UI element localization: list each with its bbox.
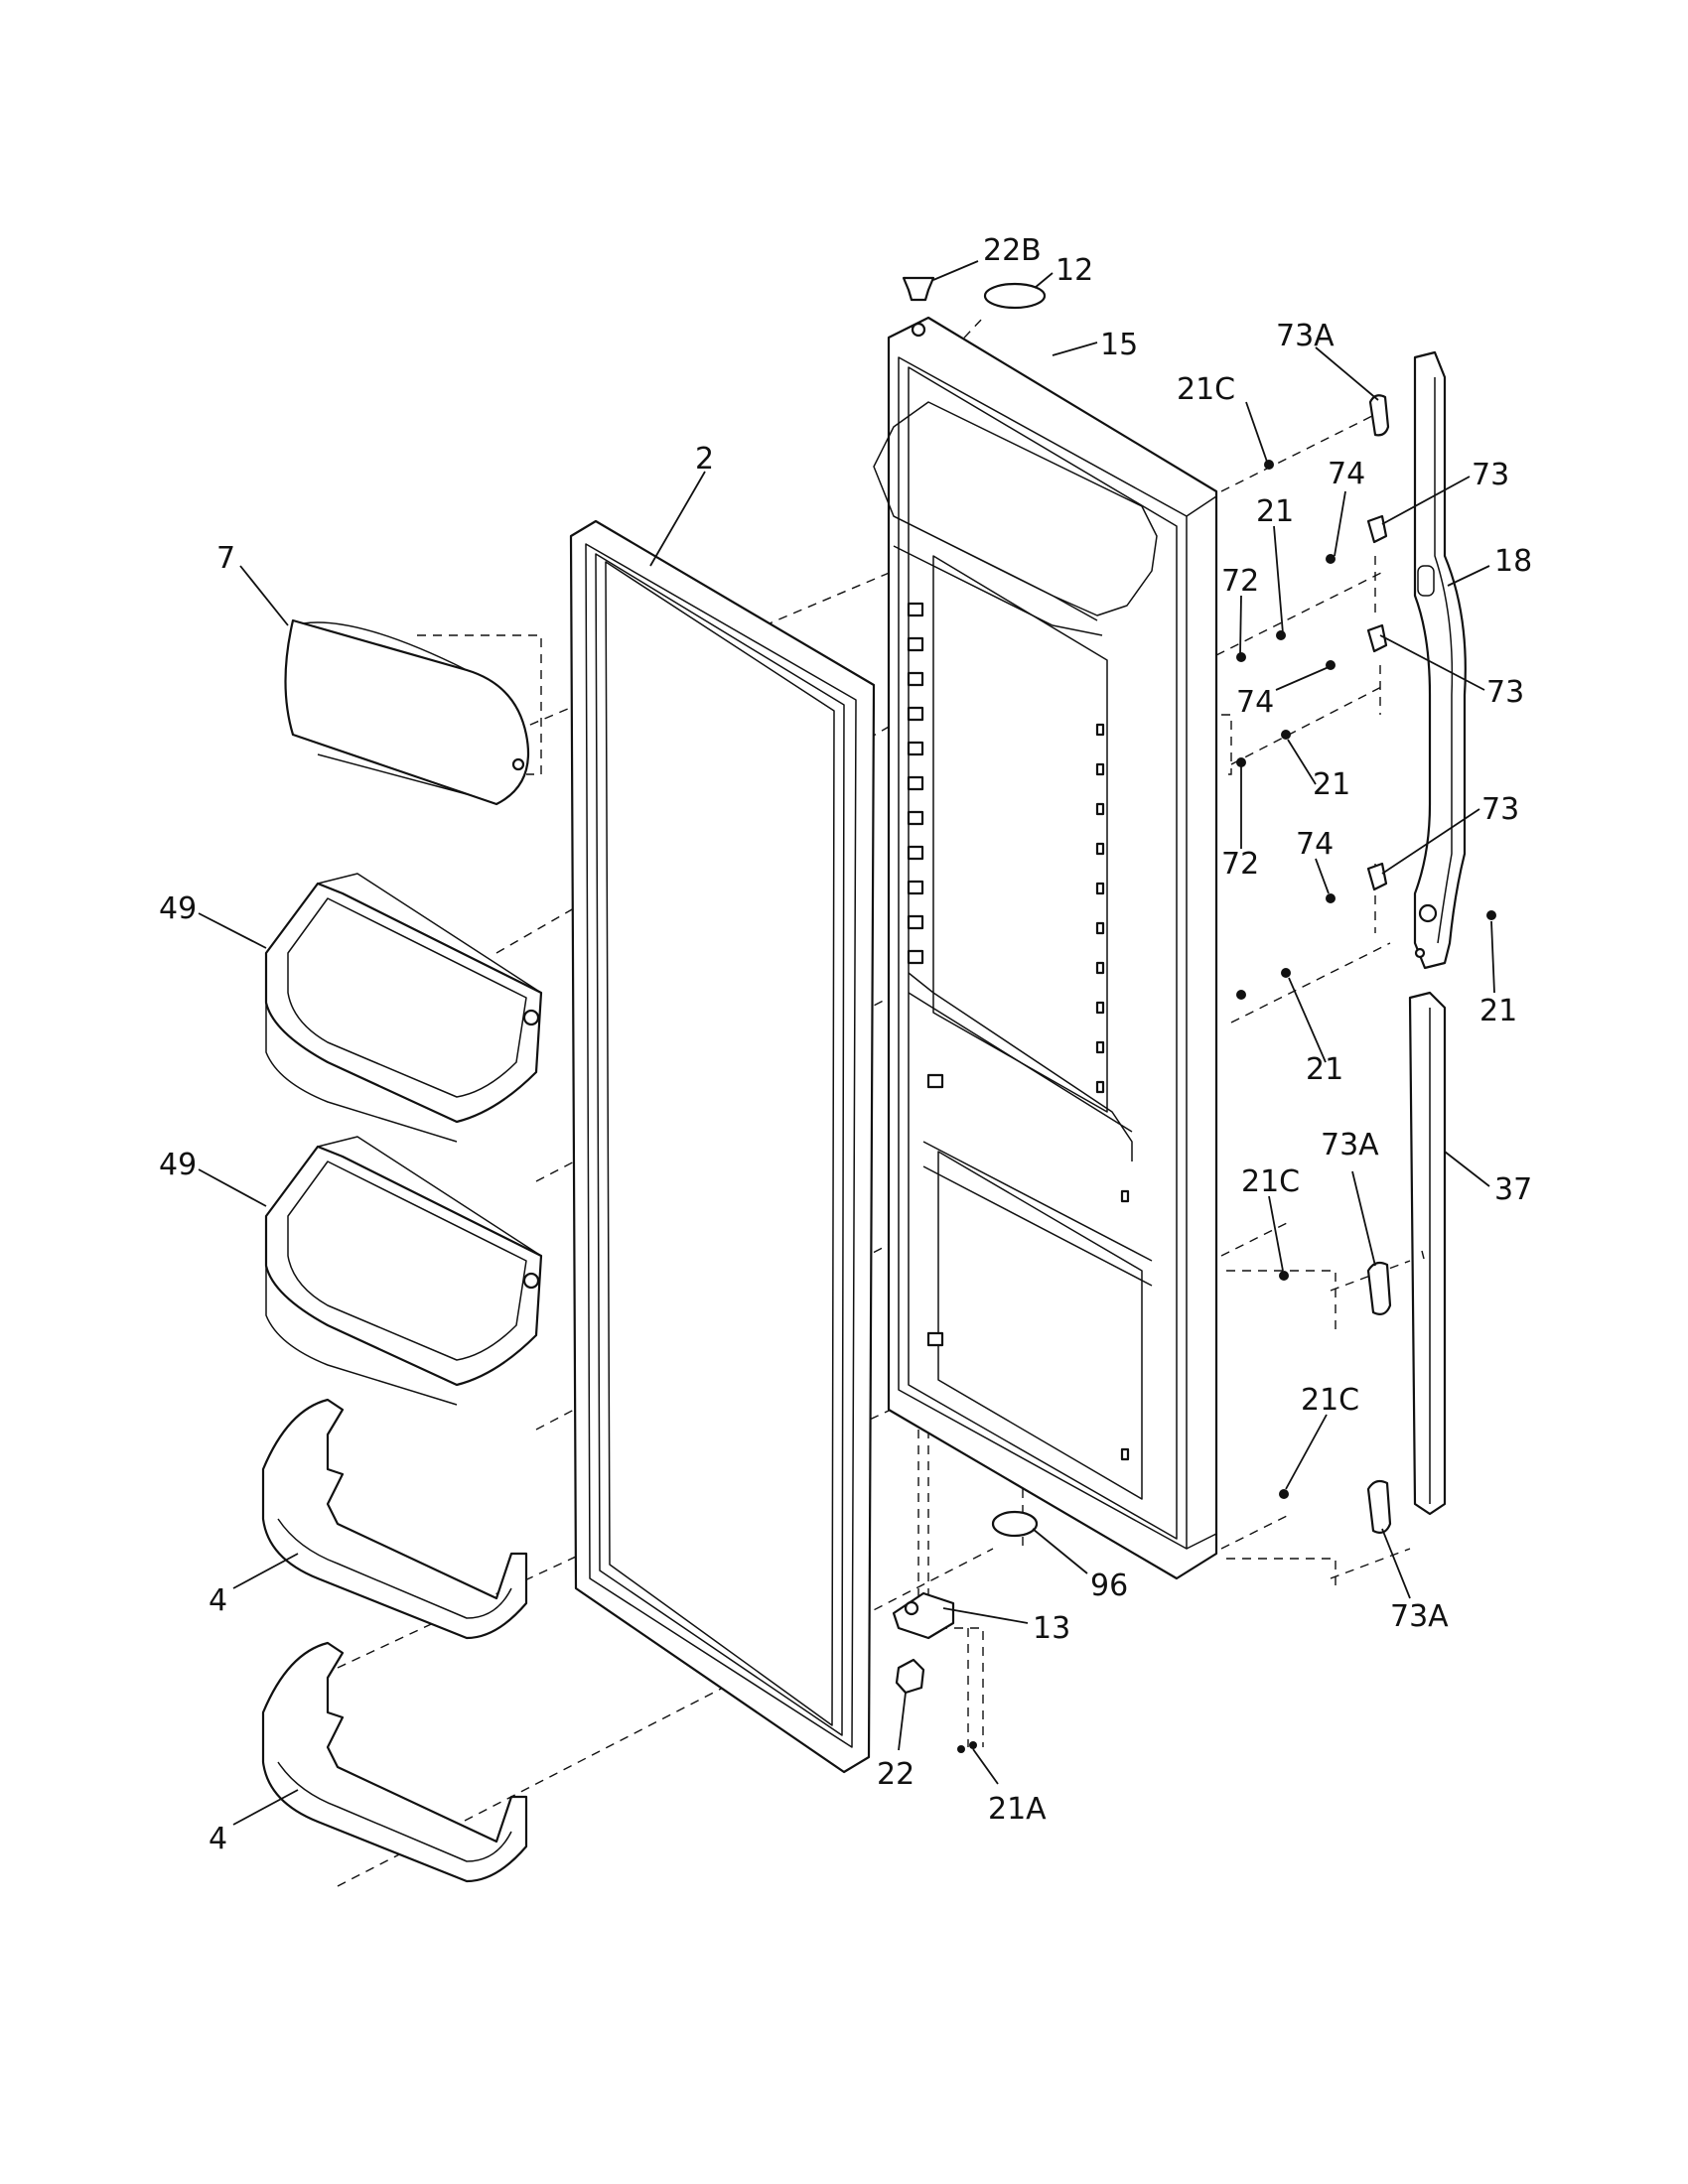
label-73-a: 73	[1472, 458, 1509, 492]
part-4-door-shelf-lower	[261, 1641, 528, 1883]
label-18: 18	[1494, 544, 1532, 579]
label-15: 15	[1100, 328, 1138, 362]
label-21-b: 21	[1313, 767, 1350, 802]
label-49-a: 49	[159, 891, 197, 926]
label-4-a: 4	[209, 1583, 227, 1618]
part-73a-end-cap-mid	[1366, 1261, 1392, 1315]
label-73a-mid: 73A	[1321, 1128, 1379, 1162]
part-2-door-gasket	[569, 519, 876, 1774]
part-22b-hinge-pin	[902, 276, 935, 302]
part-13-bottom-hinge	[892, 1591, 955, 1640]
label-73a-bot: 73A	[1390, 1599, 1449, 1634]
part-49-door-bin-upper	[264, 873, 543, 1143]
part-73a-end-cap-bot	[1366, 1479, 1392, 1534]
label-2: 2	[695, 442, 714, 477]
label-7: 7	[216, 541, 235, 576]
part-73-clip-b	[1366, 623, 1388, 653]
label-21c-top: 21C	[1177, 372, 1235, 407]
label-49-b: 49	[159, 1148, 197, 1182]
label-13: 13	[1033, 1611, 1070, 1646]
label-21a: 21A	[988, 1792, 1047, 1827]
label-4-b: 4	[209, 1822, 227, 1856]
part-96-plug	[991, 1510, 1039, 1538]
label-21c-mid: 21C	[1241, 1164, 1300, 1199]
part-37-handle-trim	[1408, 991, 1447, 1516]
part-73a-end-cap-top	[1368, 394, 1390, 437]
label-73a-top: 73A	[1276, 319, 1335, 353]
label-73-c: 73	[1481, 792, 1519, 827]
label-74-a: 74	[1328, 457, 1365, 491]
label-22b: 22B	[983, 233, 1042, 268]
label-74-c: 74	[1296, 827, 1334, 862]
part-12-cap	[983, 282, 1047, 310]
label-21-c: 21	[1479, 994, 1517, 1028]
leader-lines	[198, 260, 1495, 1826]
label-96: 96	[1090, 1569, 1128, 1603]
part-73-clip-c	[1366, 862, 1388, 891]
part-21a-screws	[957, 1741, 977, 1753]
part-7-bin-cover	[284, 618, 530, 806]
part-4-door-shelf-upper	[261, 1398, 528, 1640]
label-72-a: 72	[1221, 564, 1259, 599]
label-21-d: 21	[1306, 1052, 1343, 1087]
part-73-clip-a	[1366, 514, 1388, 544]
label-72-b: 72	[1221, 847, 1259, 882]
label-21c-bot: 21C	[1301, 1383, 1359, 1418]
label-12: 12	[1055, 253, 1093, 288]
part-22-hinge-bushing	[895, 1658, 925, 1695]
shelf-pegs	[907, 602, 1130, 1461]
label-74-b: 74	[1236, 685, 1274, 720]
label-37: 37	[1494, 1172, 1532, 1207]
label-73-b: 73	[1486, 675, 1524, 710]
part-15-door-assembly	[873, 316, 1218, 1580]
label-22: 22	[877, 1757, 914, 1792]
part-labels: 22B 12 15 73A 21C 74 73 2 21 18 7 72 74 …	[159, 233, 1532, 1856]
part-18-handle	[1413, 350, 1467, 970]
label-21-a: 21	[1256, 494, 1294, 529]
part-49-door-bin-lower	[264, 1136, 543, 1406]
